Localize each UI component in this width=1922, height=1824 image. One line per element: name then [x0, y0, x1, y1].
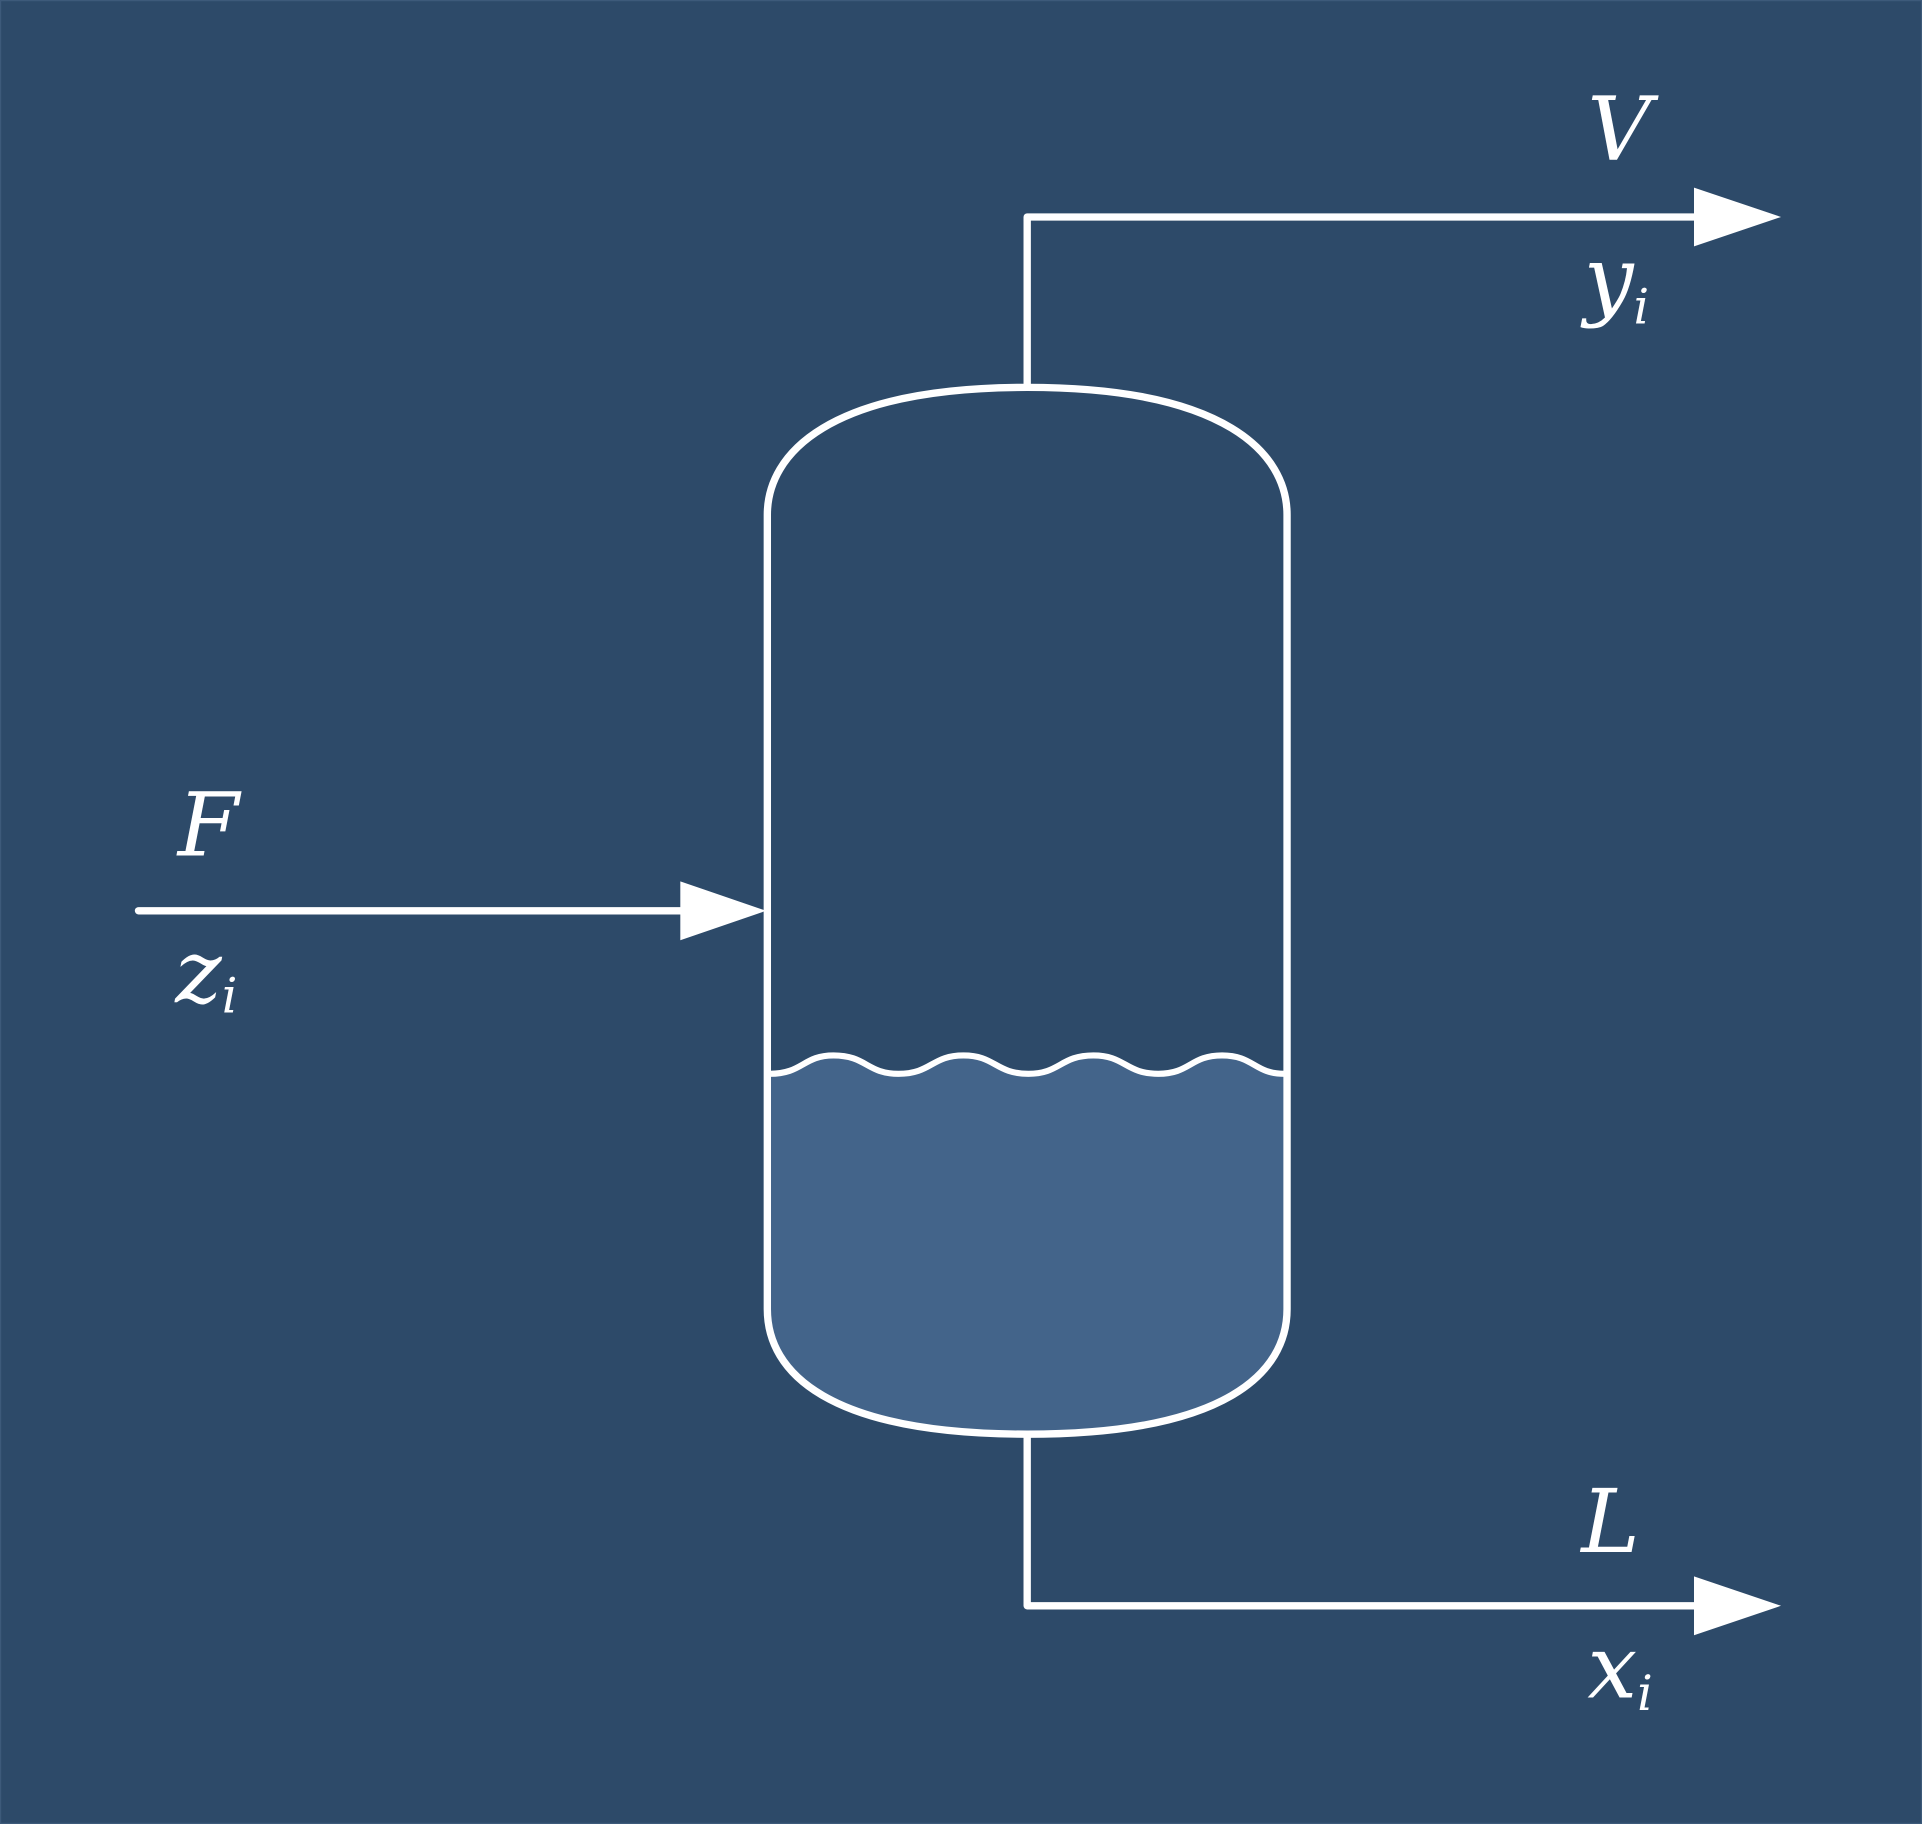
liquid-surface: [769, 1052, 1285, 1077]
liquid-fill: [769, 1055, 1285, 1435]
feed-composition-label: zi: [174, 921, 237, 1025]
feed-arrow-icon: [680, 881, 767, 941]
vapor-label: V: [1587, 77, 1659, 180]
flash-vessel: [763, 383, 1291, 1438]
vapor-outlet-pipe: [1023, 213, 1698, 388]
vapor-arrow-icon: [1694, 187, 1782, 247]
liquid-label: L: [1579, 1470, 1640, 1573]
vapor-composition-label: yi: [1580, 227, 1650, 336]
liquid-arrow-icon: [1694, 1576, 1782, 1636]
feed-label: F: [176, 774, 242, 877]
liquid-composition-label: xi: [1587, 1616, 1652, 1722]
liquid-outlet-pipe: [1023, 1434, 1698, 1610]
